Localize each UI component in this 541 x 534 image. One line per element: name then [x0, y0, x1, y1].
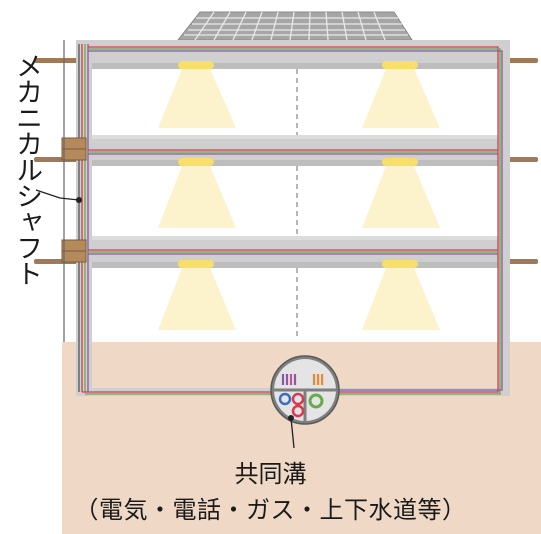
mechanical-shaft-boxes: [61, 137, 87, 263]
shaft-leader-line: [35, 189, 80, 201]
ceiling-lamp-icon: [158, 260, 236, 330]
trench-leader-dot: [288, 415, 294, 421]
solar-panel-icon: [176, 11, 413, 41]
building-frame: [76, 40, 510, 396]
shaft-leader-dot: [76, 197, 82, 203]
ceiling-lamp-icon: [362, 260, 440, 330]
ceiling-lamp-icon: [158, 61, 236, 128]
ceiling-lamp-icon: [158, 158, 236, 228]
utility-conduits: [78, 44, 503, 395]
common-trench-cross-section-icon: [270, 355, 340, 425]
common-trench-label: 共同溝: [234, 460, 307, 488]
trench-leader-line: [290, 417, 295, 449]
ceiling-lamps: [158, 61, 440, 330]
ceiling-lamp-icon: [362, 61, 440, 128]
common-trench-contents-label: （電気・電話・ガス・上下水道等）: [74, 496, 467, 524]
ceiling-lamp-icon: [362, 158, 440, 228]
mechanical-shaft-label: メカニカルシャフト: [11, 52, 42, 286]
